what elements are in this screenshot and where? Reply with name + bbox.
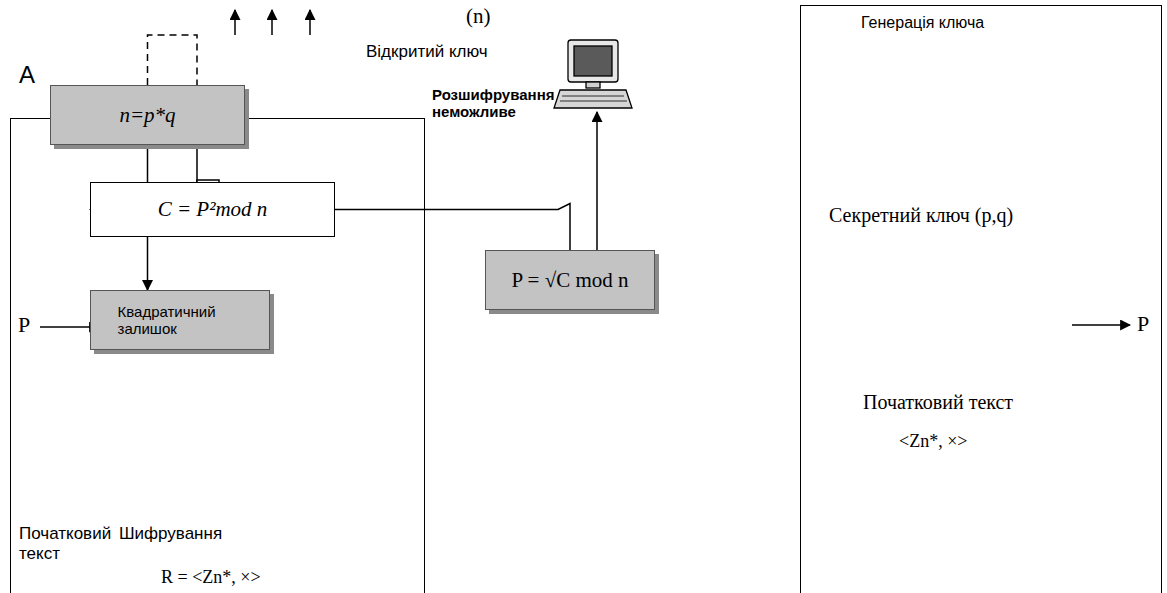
process-box: n=p*q — [50, 85, 245, 145]
box-label: Квадратичний залишок — [118, 303, 243, 338]
channel-label: Відкритий ключ — [366, 42, 546, 62]
note-label: Розшифрування неможливе — [432, 86, 588, 121]
formula: n=p*q — [119, 103, 175, 127]
broadcast-arrow — [309, 10, 311, 35]
region-caption: Початковий текст — [19, 524, 115, 563]
algebra-label: <Zn*, ×> — [899, 431, 1059, 452]
output-arrow — [1072, 324, 1130, 326]
computer-icon — [554, 40, 632, 108]
broadcast-arrow — [271, 10, 273, 35]
formula: C = P²mod n — [158, 197, 268, 221]
key-symbol: (n) — [466, 4, 526, 28]
plaintext-symbol: P — [1137, 311, 1161, 336]
broadcast-arrow — [234, 10, 236, 35]
key-generation-region: Генерація ключаСекретний ключ (p,q) Почат… — [800, 5, 1162, 593]
leader-arrow — [596, 112, 598, 250]
process-box: P = √C mod n — [485, 250, 655, 310]
region-caption: Початковий текст — [863, 391, 1103, 414]
key-caption: Секретний ключ (p,q) — [829, 204, 1069, 227]
region-title: Генерація ключа — [861, 14, 1061, 32]
plaintext-symbol: P — [18, 312, 42, 337]
algebra-label: R = <Zn*, ×> — [161, 567, 321, 588]
process-box: Квадратичний залишок — [90, 290, 270, 350]
region-caption: Шифрування — [119, 524, 249, 544]
process-box: C = P²mod n — [90, 182, 335, 237]
formula: P = √C mod n — [511, 268, 628, 292]
broadcast-arrows — [235, 10, 310, 35]
